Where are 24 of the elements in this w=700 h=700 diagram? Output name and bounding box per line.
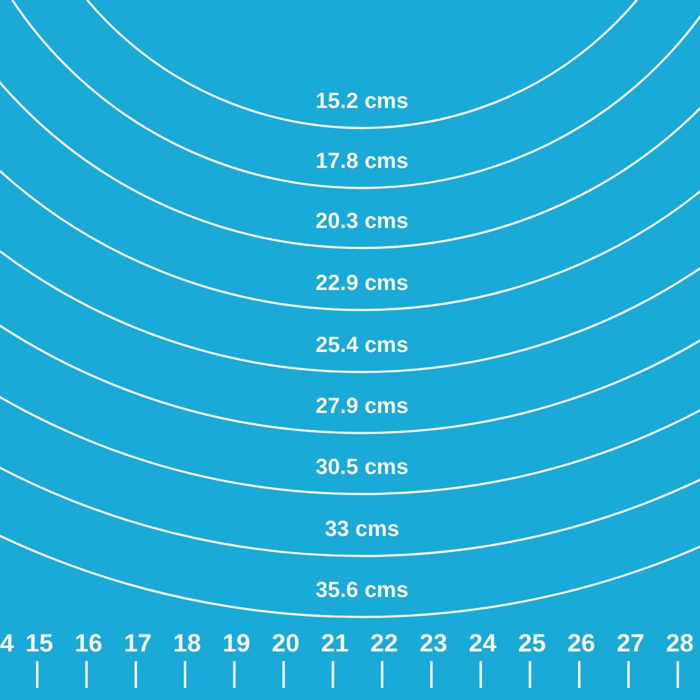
diameter-label: 25.4 cms	[316, 334, 408, 356]
ruler-number: 18	[173, 632, 201, 656]
ruler-number: 24	[468, 632, 497, 656]
diameter-label: 20.3 cms	[316, 210, 408, 232]
ruler-number: 23	[420, 632, 448, 656]
ruler-number: 27	[616, 632, 644, 656]
diameter-label: 35.6 cms	[316, 579, 408, 601]
ruler-number: 28	[666, 632, 694, 656]
diameter-label: 27.9 cms	[316, 395, 408, 417]
diameter-label: 33 cms	[324, 518, 400, 540]
diameter-label: 17.8 cms	[316, 150, 408, 172]
diameter-label: 30.5 cms	[316, 456, 408, 478]
diameter-label: 22.9 cms	[316, 272, 408, 294]
ruler-number: 20	[272, 632, 300, 656]
ruler-number: 15	[25, 632, 54, 656]
ruler-number: 21	[320, 632, 349, 656]
ruler-number: 26	[567, 632, 596, 656]
ruler-number: 17	[124, 632, 152, 656]
ruler-number: 22	[370, 632, 398, 656]
ruler-number: 4	[0, 632, 14, 656]
ruler-number: 16	[74, 632, 102, 656]
ruler-number: 19	[222, 632, 250, 656]
diameter-label: 15.2 cms	[316, 90, 408, 112]
ruler-number: 25	[518, 632, 546, 656]
